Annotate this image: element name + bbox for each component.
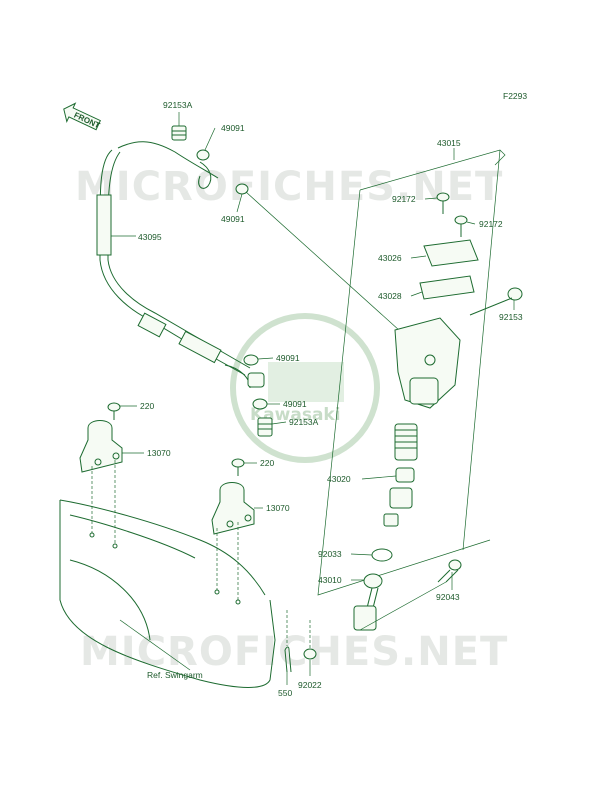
bolt-220-upper: [107, 402, 121, 420]
cap-screw-2: [454, 215, 468, 237]
callout-49091-d: 49091: [283, 399, 307, 409]
banjo-bolt-bottom: [257, 417, 273, 437]
figure-code: F2293: [503, 91, 527, 101]
callout-13070-a: 13070: [147, 448, 171, 458]
reservoir-cap: [423, 239, 479, 267]
bolt-220-lower: [231, 458, 245, 476]
mount-dash-lines: [91, 460, 311, 648]
leader-lines: [111, 112, 515, 685]
banjo-fitting: [247, 372, 265, 388]
callout-220-b: 220: [260, 458, 274, 468]
cotter-pin: [284, 646, 292, 673]
master-cylinder-body: [394, 317, 461, 409]
piston-kit: [383, 423, 418, 527]
callout-220-a: 220: [140, 401, 154, 411]
watermark-text-top: MICROFICHES.NET: [75, 164, 503, 210]
watermark-logo-block: [268, 362, 344, 402]
callout-43028: 43028: [378, 291, 402, 301]
callout-13070-b: 13070: [266, 503, 290, 513]
callout-43010: 43010: [318, 575, 342, 585]
cap-screw-1: [436, 192, 450, 214]
swingarm-outline: [59, 499, 276, 688]
hose-leader: [245, 191, 411, 341]
clamp-upper: [79, 420, 123, 473]
callout-49091-a: 49091: [221, 123, 245, 133]
swingarm-mount-holes: [89, 532, 241, 605]
washer-top-1: [196, 149, 210, 161]
callout-43020: 43020: [327, 474, 351, 484]
callout-92172-a: 92172: [392, 194, 416, 204]
callout-92153: 92153: [499, 312, 523, 322]
callout-49091-c: 49091: [276, 353, 300, 363]
banjo-bolt-top: [171, 125, 187, 141]
watermark-logo-text: Kawasaki: [250, 405, 341, 425]
callout-92153A-top: 92153A: [163, 100, 193, 110]
ref-swingarm-label: Ref. Swingarm: [147, 670, 203, 680]
callout-labels: 92153A 49091 49091 43095 43015 92172 921…: [138, 100, 523, 698]
circlip: [371, 548, 393, 562]
clamp-lower: [211, 482, 255, 535]
callout-43095: 43095: [138, 232, 162, 242]
callout-92153A-bottom: 92153A: [289, 417, 319, 427]
assembly-frame-top: [359, 149, 506, 191]
front-arrow-icon: FRONT: [63, 102, 102, 131]
callout-92033: 92033: [318, 549, 342, 559]
callout-49091-b: 49091: [221, 214, 245, 224]
callout-92022: 92022: [298, 680, 322, 690]
pin-axis: [359, 581, 447, 631]
diaphragm: [419, 275, 475, 300]
front-label: FRONT: [73, 111, 102, 131]
callout-550: 550: [278, 688, 292, 698]
callout-92172-b: 92172: [479, 219, 503, 229]
washer-mid-1: [243, 354, 259, 366]
watermark-text-bottom: MICROFICHES.NET: [80, 629, 508, 675]
assembly-frame-side: [317, 189, 491, 596]
callout-43026: 43026: [378, 253, 402, 263]
assembly-frame-right: [462, 149, 501, 551]
watermark-group: MICROFICHES.NET MICROFICHES.NET Kawasaki: [75, 164, 508, 675]
mounting-bolt-92153: [469, 287, 523, 316]
clevis-pin: [437, 559, 462, 583]
washer-mid-2: [252, 398, 268, 410]
brake-hose: [96, 141, 251, 389]
washer-92022: [303, 648, 317, 660]
callout-43015: 43015: [437, 138, 461, 148]
callout-92043: 92043: [436, 592, 460, 602]
watermark-logo-ring: [230, 313, 380, 463]
